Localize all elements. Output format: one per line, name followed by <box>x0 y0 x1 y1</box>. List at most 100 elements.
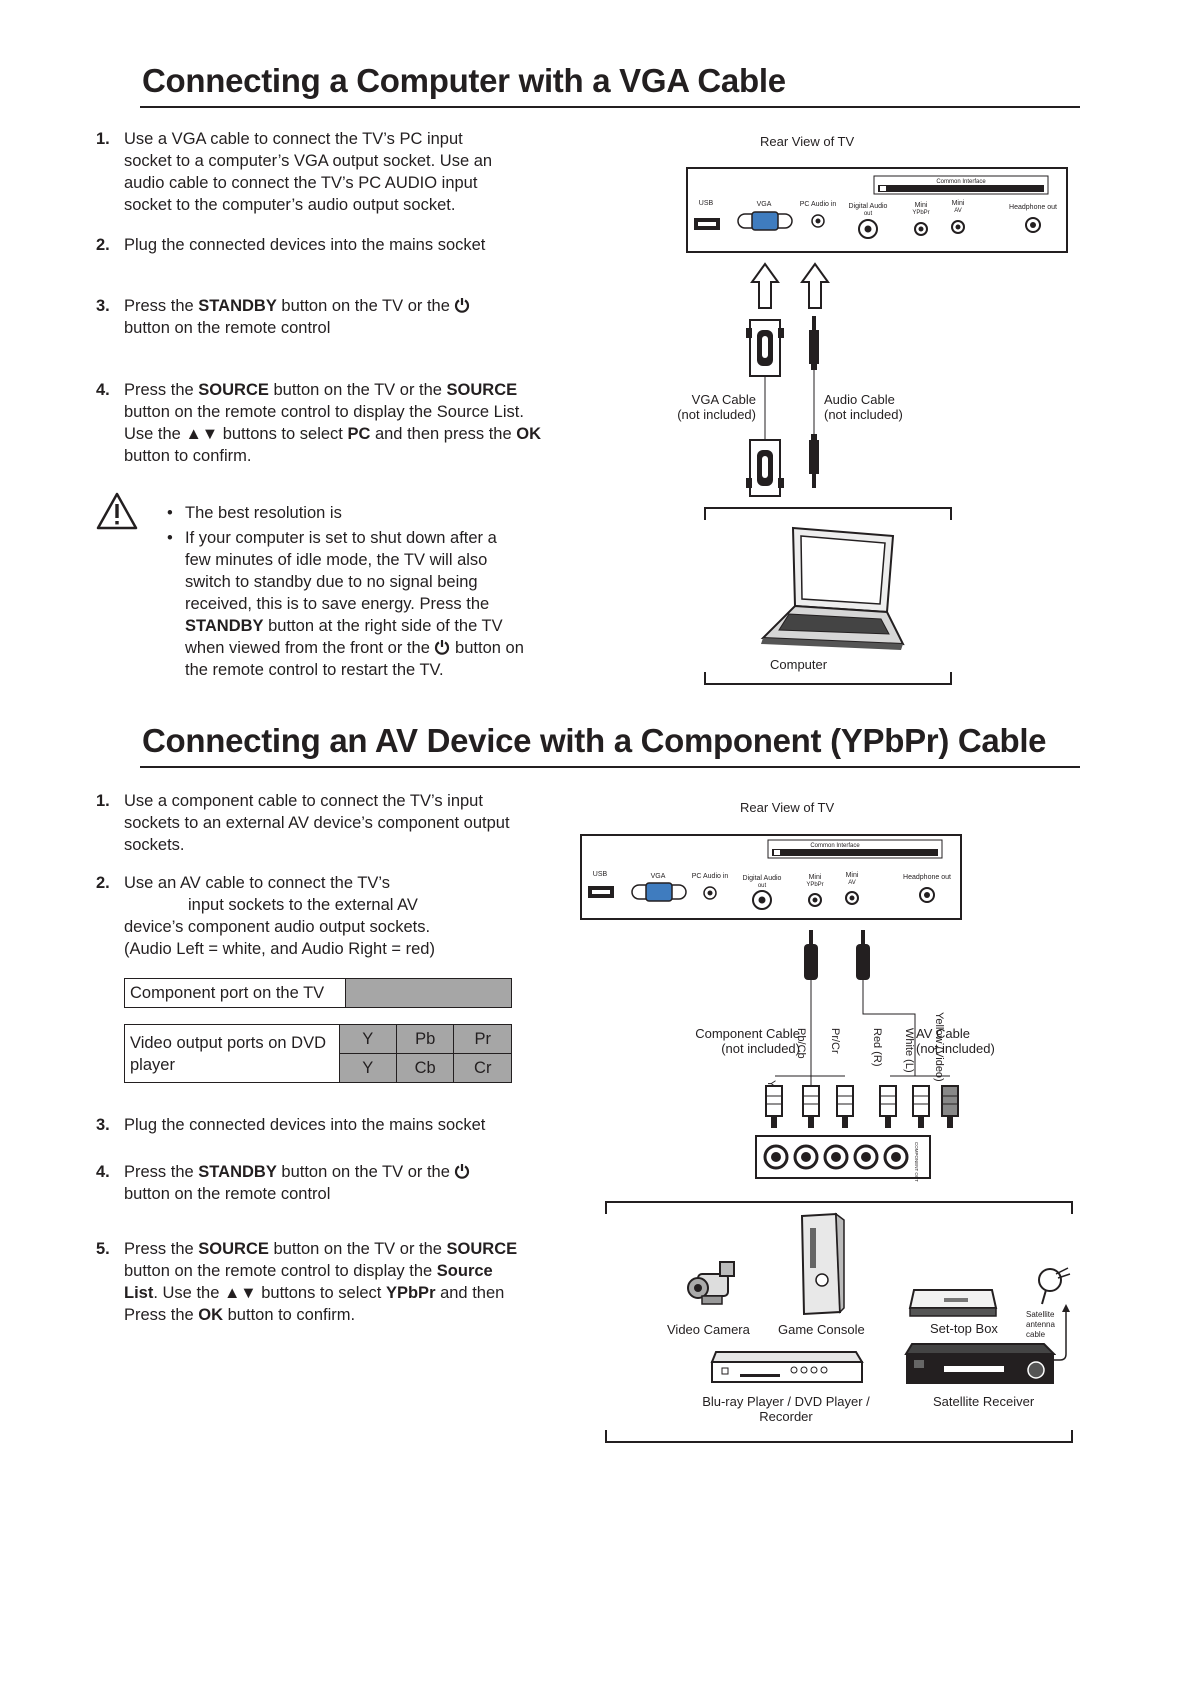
step-text: Use a component cable to connect the TV’… <box>124 792 510 854</box>
rca-plug-icon <box>912 1085 930 1128</box>
audio-cable-label: Audio Cable (not included) <box>824 392 903 422</box>
svg-text:Common Interface: Common Interface <box>810 843 860 849</box>
connection-diagram-1 <box>746 262 830 497</box>
step-text: Press the STANDBY button on the TV or th… <box>124 1161 524 1205</box>
step-text: Press the STANDBY button on the TV or th… <box>124 295 524 339</box>
table-cell: Y <box>338 1053 397 1083</box>
svg-text:Headphone out: Headphone out <box>903 874 951 881</box>
satellite-dish-icon <box>1038 1267 1071 1361</box>
section2-title: Connecting an AV Device with a Component… <box>142 722 1047 759</box>
s1-note: The best resolution is If your computer … <box>165 502 525 681</box>
audio-jack-icon <box>809 434 819 488</box>
video-output-table: Video output ports on DVD player Y Pb Pr… <box>124 1024 512 1083</box>
svg-text:VGA: VGA <box>651 873 666 880</box>
computer-label: Computer <box>770 657 828 672</box>
step-number: 1. <box>96 792 110 810</box>
svg-text:USB: USB <box>593 871 608 878</box>
svg-text:Digital Audio: Digital Audio <box>849 203 888 210</box>
section1-title: Connecting a Computer with a VGA Cable <box>142 62 786 99</box>
rca-plug-icon <box>765 1085 783 1128</box>
svg-text:USB: USB <box>699 200 714 207</box>
tv-rear-panel: Common Interface USB VGA PC Audio in Dig… <box>580 834 962 920</box>
svg-text:PC Audio in: PC Audio in <box>800 201 837 208</box>
arrow-up-icon <box>800 262 830 309</box>
video-camera-icon <box>687 1261 735 1305</box>
rca-plug-icon <box>802 1085 820 1128</box>
svg-text:Mini: Mini <box>915 202 928 209</box>
svg-text:YPbPr: YPbPr <box>912 210 929 216</box>
rear-view-label: Rear View of TV <box>740 800 835 815</box>
satellite-receiver-label: Satellite Receiver <box>933 1394 1035 1409</box>
step-text: Use an AV cable to connect the TV’s inpu… <box>124 874 435 958</box>
svg-text:White (L): White (L) <box>903 1028 915 1073</box>
svg-text:Pb/Cb: Pb/Cb <box>795 1028 807 1059</box>
step-number: 5. <box>96 1240 110 1258</box>
rear-view-label: Rear View of TV <box>760 134 855 149</box>
component-port-table: Component port on the TV <box>124 978 512 1008</box>
video-camera-label: Video Camera <box>667 1322 750 1337</box>
table-cell <box>345 978 512 1008</box>
vga-connector-icon <box>746 439 784 497</box>
svg-text:out: out <box>758 883 767 889</box>
game-console-label: Game Console <box>778 1322 865 1337</box>
game-console-icon <box>800 1212 845 1316</box>
table-cell: Pr <box>453 1024 512 1054</box>
step-text: Press the SOURCE button on the TV or the… <box>124 1240 518 1324</box>
vga-connector-icon <box>746 319 784 377</box>
set-top-box-icon <box>908 1289 998 1317</box>
step-number: 3. <box>96 297 110 315</box>
satellite-receiver-icon <box>904 1343 1056 1384</box>
svg-text:Pr/Cr: Pr/Cr <box>829 1028 841 1054</box>
step-text: Use a VGA cable to connect the TV’s PC i… <box>124 130 493 214</box>
step-number: 3. <box>96 1116 110 1134</box>
table-cell: Y <box>338 1024 397 1054</box>
power-icon <box>455 298 470 313</box>
step-number: 2. <box>96 874 110 892</box>
svg-text:out: out <box>864 211 873 217</box>
svg-text:Red (R): Red (R) <box>871 1028 883 1067</box>
warning-icon <box>96 492 138 530</box>
laptop-icon <box>760 526 905 650</box>
common-interface-label: Common Interface <box>936 179 986 185</box>
satellite-cable-label: Satellite antenna cable <box>1026 1310 1055 1339</box>
section2-rule <box>140 766 1080 768</box>
step-number: 1. <box>96 130 110 148</box>
note-bullet: If your computer is set to shut down aft… <box>165 527 525 681</box>
step-text: Press the SOURCE button on the TV or the… <box>124 381 541 465</box>
svg-text:Mini: Mini <box>846 872 859 879</box>
svg-text:Headphone out: Headphone out <box>1009 204 1057 211</box>
svg-text:AV: AV <box>848 880 856 886</box>
svg-text:Y: Y <box>765 1080 777 1088</box>
svg-text:Mini: Mini <box>952 200 965 207</box>
svg-text:AV: AV <box>954 208 962 214</box>
step-number: 4. <box>96 381 110 399</box>
svg-text:Digital Audio: Digital Audio <box>743 875 782 882</box>
rca-plug-icon <box>879 1085 897 1128</box>
power-icon <box>455 1164 470 1179</box>
svg-text:Yellow (Video): Yellow (Video) <box>933 1012 945 1082</box>
devices-bracket <box>605 1201 1073 1443</box>
rca-plug-icon <box>836 1085 854 1128</box>
bluray-player-icon <box>710 1351 864 1383</box>
rca-plug-icon <box>941 1085 959 1128</box>
svg-text:COMPONENT OUT: COMPONENT OUT <box>914 1142 919 1182</box>
step-number: 2. <box>96 236 110 254</box>
step-number: 4. <box>96 1163 110 1181</box>
svg-text:PC Audio in: PC Audio in <box>692 873 729 880</box>
vga-cable-label: VGA Cable (not included) <box>677 392 756 422</box>
section1-rule <box>140 106 1080 108</box>
arrow-up-icon <box>750 262 780 309</box>
set-top-box-label: Set-top Box <box>930 1321 998 1336</box>
computer-bracket <box>704 507 952 685</box>
bluray-player-label: Blu-ray Player / DVD Player / Recorder <box>702 1394 870 1424</box>
table-cell: Cr <box>453 1053 512 1083</box>
svg-text:VGA: VGA <box>757 201 772 208</box>
table-cell: Component port on the TV <box>124 978 346 1008</box>
component-cable-label: Component Cable (not included) <box>695 1026 800 1056</box>
svg-text:Mini: Mini <box>809 874 822 881</box>
table-cell: Video output ports on DVD player <box>124 1024 340 1083</box>
connection-diagram-2: Y Pb/Cb Pr/Cr Red (R) White (L) Yellow (… <box>755 930 959 1182</box>
audio-jack-icon <box>809 316 819 370</box>
svg-text:YPbPr: YPbPr <box>806 882 823 888</box>
power-icon <box>435 640 450 655</box>
